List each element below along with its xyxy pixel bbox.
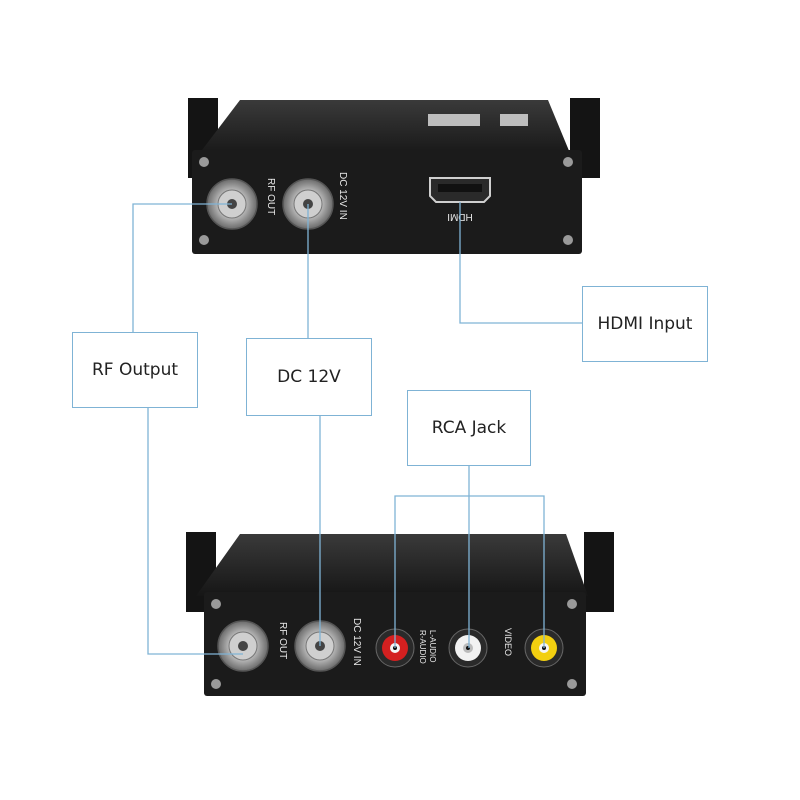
top-device: RF OUT DC 12V IN HDMI bbox=[188, 98, 600, 254]
screw-icon bbox=[567, 599, 577, 609]
hdmi-input-callout: HDMI Input bbox=[582, 286, 708, 362]
leader-line-rca-bracket bbox=[394, 495, 545, 648]
dc-in-label: DC 12V IN bbox=[351, 618, 362, 666]
screw-icon bbox=[199, 235, 209, 245]
top-lid bbox=[196, 100, 572, 158]
dc-12v-callout: DC 12V bbox=[246, 338, 372, 416]
rf-out-connector bbox=[217, 620, 269, 672]
rf-out-label: RF OUT bbox=[265, 178, 276, 215]
screw-icon bbox=[199, 157, 209, 167]
screw-icon bbox=[567, 679, 577, 689]
mounting-bracket-right bbox=[584, 532, 614, 612]
label-sticker bbox=[428, 114, 480, 126]
hdmi-port bbox=[429, 177, 491, 203]
leader-lines bbox=[132, 202, 582, 655]
rca-white-jack bbox=[448, 628, 488, 668]
leader-line-hdmi bbox=[459, 202, 582, 324]
video-label: VIDEO bbox=[503, 628, 513, 656]
bottom-device: RF OUT DC 12V IN R-AUDIO L-AUDIO VIDEO bbox=[186, 532, 614, 696]
rf-out-label: RF OUT bbox=[277, 622, 288, 659]
label-sticker-small bbox=[500, 114, 528, 126]
screw-icon bbox=[211, 679, 221, 689]
screw-icon bbox=[563, 157, 573, 167]
rca-jack-callout: RCA Jack bbox=[407, 390, 531, 466]
leader-line-rf-top bbox=[132, 203, 232, 332]
r-audio-label: R-AUDIO bbox=[418, 630, 427, 664]
l-audio-label: L-AUDIO bbox=[428, 630, 437, 662]
screw-icon bbox=[211, 599, 221, 609]
top-lid bbox=[196, 534, 588, 596]
dc-in-label: DC 12V IN bbox=[337, 172, 348, 220]
rf-output-callout: RF Output bbox=[72, 332, 198, 408]
leader-line-rf-bottom bbox=[147, 408, 243, 655]
front-panel bbox=[192, 150, 582, 254]
screw-icon bbox=[563, 235, 573, 245]
